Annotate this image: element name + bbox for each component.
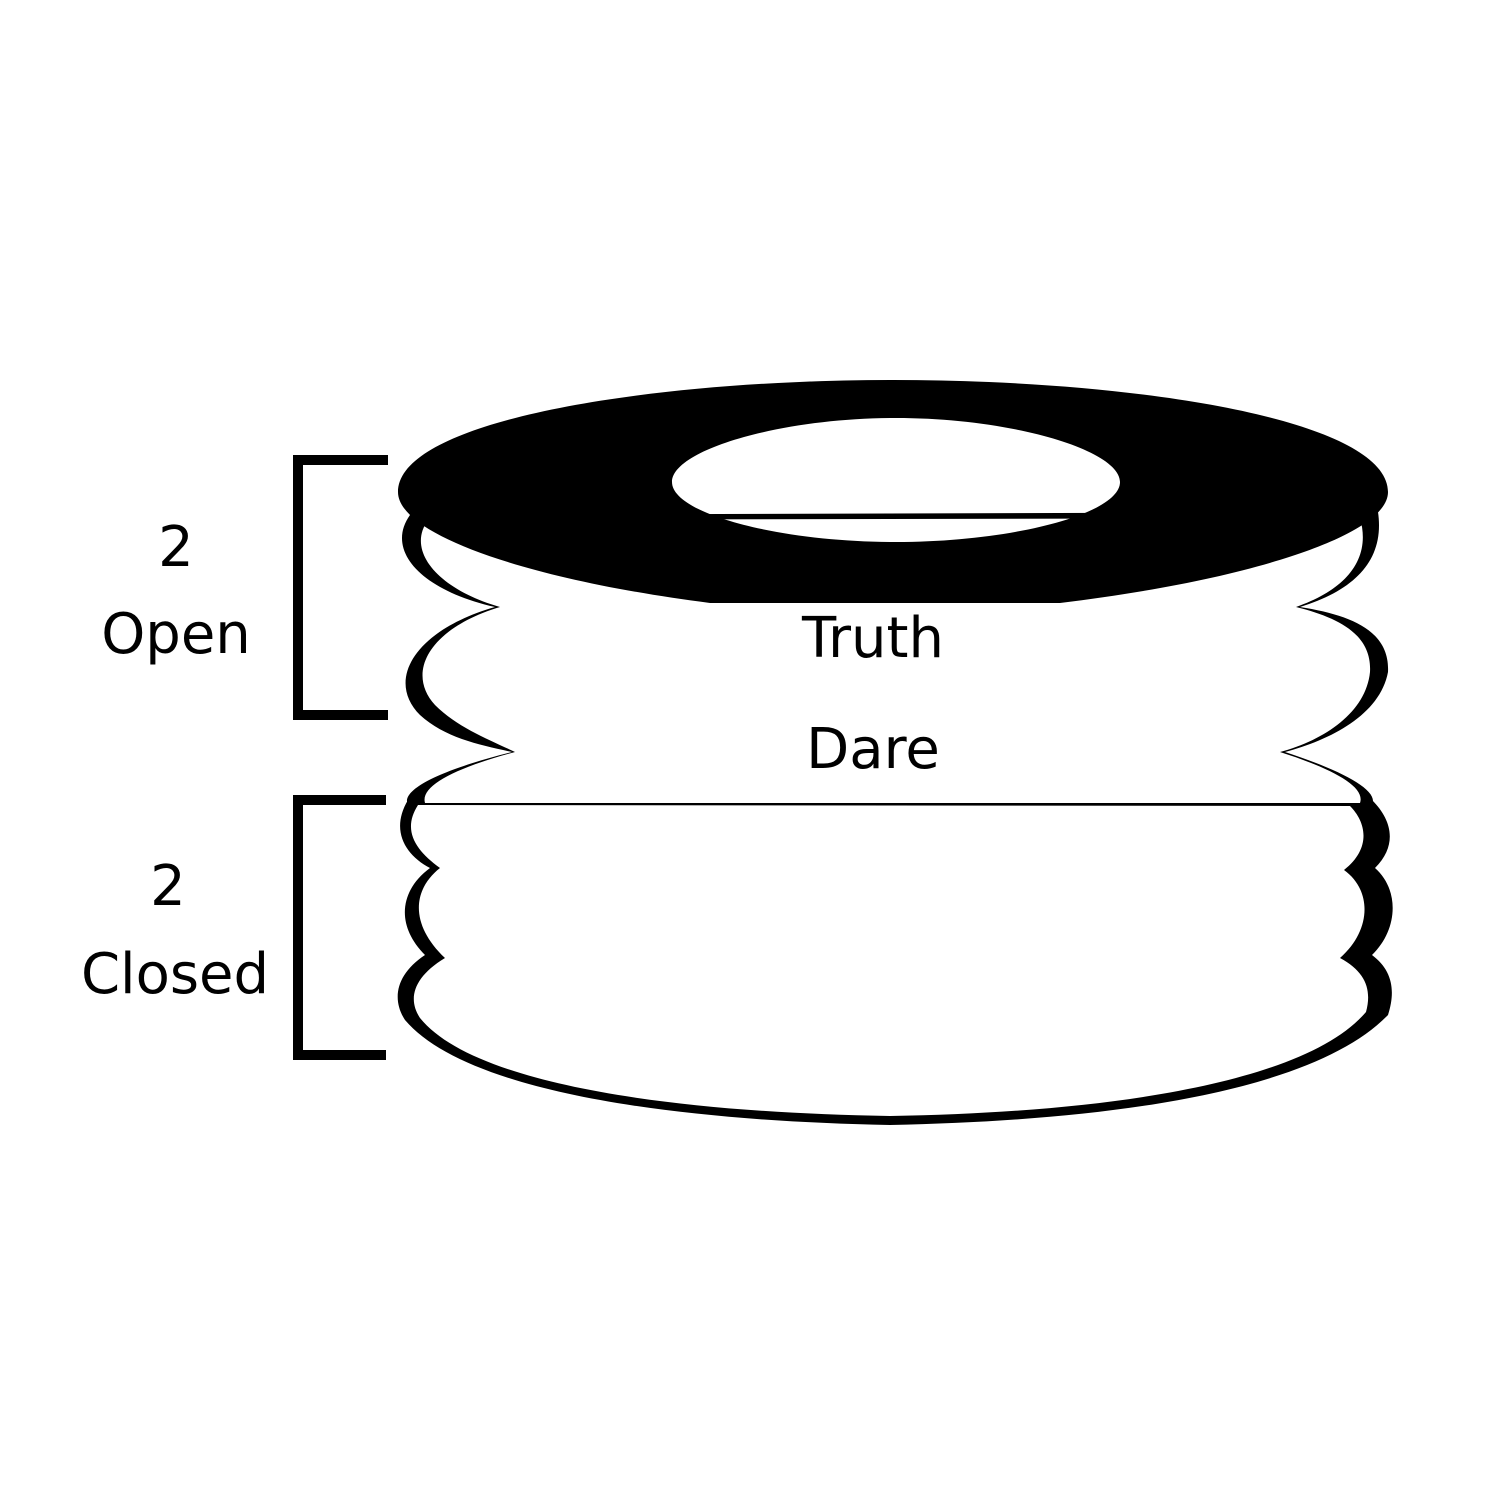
truth-label: Truth: [801, 606, 944, 671]
closed-stack-face: [410, 805, 1369, 1116]
dare-label: Dare: [806, 717, 940, 782]
open-bracket: [293, 455, 388, 720]
closed-count-label: 2: [150, 854, 186, 919]
top-ring: [398, 380, 1388, 603]
open-count-label: 2: [158, 515, 194, 580]
closed-bracket: [293, 795, 386, 1060]
open-state-label: Open: [101, 602, 251, 667]
closed-state-label: Closed: [81, 942, 269, 1007]
